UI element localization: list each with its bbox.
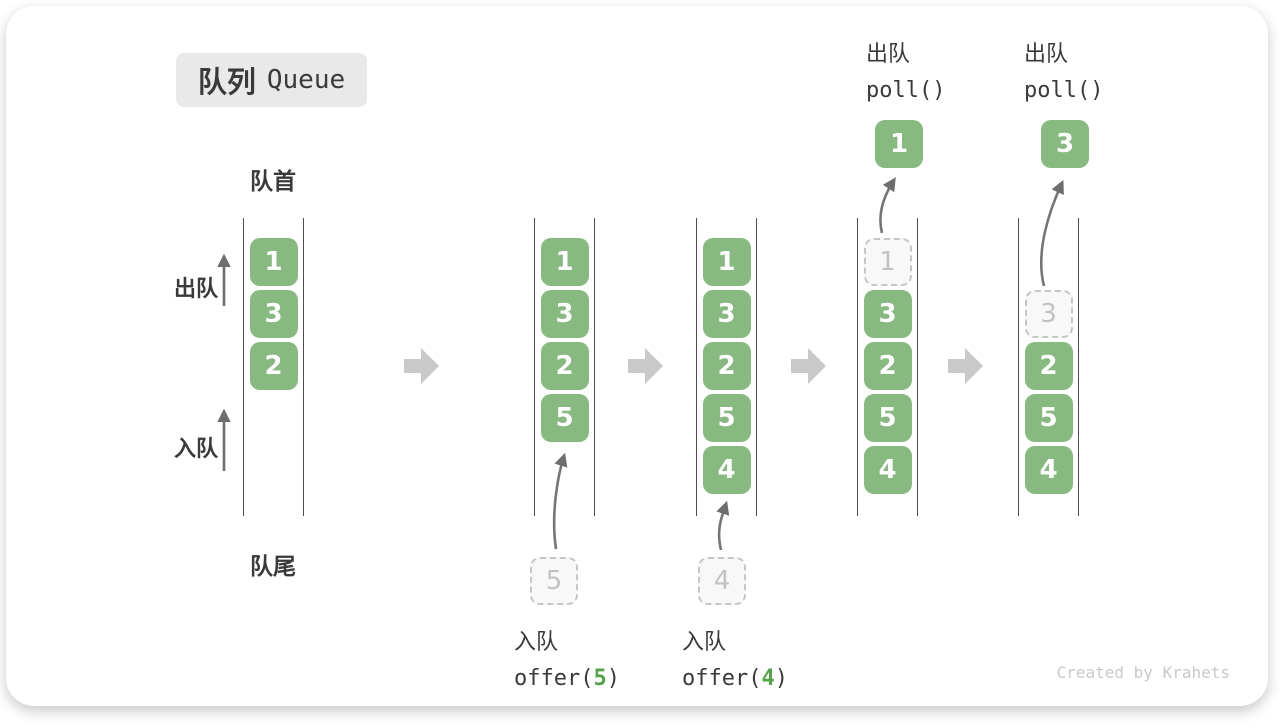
- queue-item: 3: [540, 290, 589, 338]
- enqueue-4-arg: 4: [761, 666, 775, 691]
- dequeue-3-label: 出队: [1024, 42, 1069, 67]
- queue-item: 2: [1024, 342, 1073, 390]
- poll-result-box-1: 1: [875, 120, 923, 168]
- queue-item: 5: [1024, 394, 1073, 442]
- queue-item: 1: [249, 238, 298, 286]
- dequeue-side-label: 出队: [174, 277, 219, 302]
- dequeue-1-label: 出队: [866, 42, 911, 67]
- queue-item: 5: [863, 394, 912, 442]
- enqueue-5-code: offer(5): [514, 666, 620, 691]
- queue-rear-label: 队尾: [250, 554, 296, 580]
- queue-state-3: 1 3 2 5 4: [696, 218, 757, 516]
- queue-item: 1: [540, 238, 589, 286]
- poll-result-box-3: 3: [1041, 120, 1089, 168]
- queue-item: 3: [249, 290, 298, 338]
- dequeue-3-caption: 出队 poll(): [1024, 37, 1103, 109]
- queue-item: 3: [702, 290, 751, 338]
- enqueue-5-caption: 入队 offer(5): [514, 625, 620, 697]
- enqueue-5-arg: 5: [593, 666, 607, 691]
- queue-item: 3: [863, 290, 912, 338]
- step-arrow-1: [404, 348, 439, 384]
- queue-item-removed: 3: [1024, 290, 1073, 338]
- queue-item: 1: [702, 238, 751, 286]
- diagram-canvas: 队列 Queue 队首 队尾 出队 入队 1 3 2: [6, 6, 1268, 706]
- queue-item: 5: [702, 394, 751, 442]
- queue-state-1: 1 3 2: [243, 218, 304, 516]
- enqueue-4-caption: 入队 offer(4): [682, 625, 788, 697]
- dequeue-3-code: poll(): [1024, 78, 1104, 103]
- queue-item: 4: [863, 446, 912, 494]
- queue-item: 4: [702, 446, 751, 494]
- arrows-layer: [217, 177, 1064, 551]
- queue-state-4: 1 3 2 5 4: [857, 218, 918, 516]
- pending-enqueue-box-5: 5: [530, 557, 578, 605]
- pending-enqueue-box-4: 4: [698, 557, 746, 605]
- queue-item: 2: [540, 342, 589, 390]
- enqueue-5-label: 入队: [514, 630, 559, 655]
- step-arrow-2: [628, 348, 663, 384]
- queue-state-5: 3 2 5 4: [1018, 218, 1079, 516]
- queue-item: 2: [249, 342, 298, 390]
- enqueue-side-label: 入队: [174, 437, 219, 462]
- enqueue-4-code: offer(4): [682, 666, 788, 691]
- queue-front-label: 队首: [250, 169, 296, 195]
- enqueue-4-label: 入队: [682, 630, 727, 655]
- queue-item-removed: 1: [863, 238, 912, 286]
- title-english: Queue: [266, 65, 346, 95]
- queue-item: 2: [702, 342, 751, 390]
- step-arrow-4: [948, 348, 983, 384]
- watermark: Created by Krahets: [1056, 663, 1230, 682]
- queue-state-2: 1 3 2 5: [534, 218, 595, 516]
- queue-item: 4: [1024, 446, 1073, 494]
- queue-item: 2: [863, 342, 912, 390]
- dequeue-1-code: poll(): [866, 78, 946, 103]
- queue-item: 5: [540, 394, 589, 442]
- title-box: 队列 Queue: [176, 53, 367, 107]
- dequeue-1-caption: 出队 poll(): [866, 37, 945, 109]
- title-chinese: 队列: [197, 65, 256, 99]
- step-arrow-3: [791, 348, 826, 384]
